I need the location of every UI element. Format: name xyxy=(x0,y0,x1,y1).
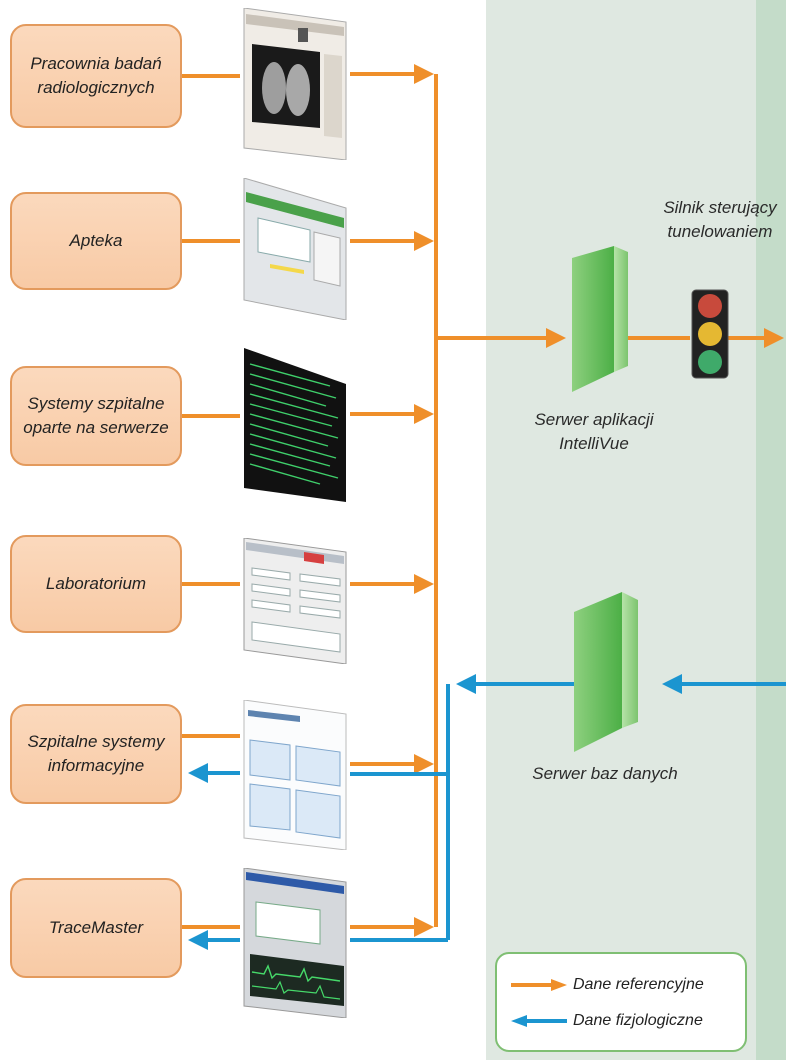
laboratory-screen-thumbnail xyxy=(243,538,347,664)
source-box-his: Szpitalne systemy informacyjne xyxy=(10,704,182,804)
source-box-pharmacy: Apteka xyxy=(10,192,182,290)
legend-reference-label: Dane referencyjne xyxy=(573,976,704,993)
terminal-screen-thumbnail xyxy=(244,348,346,502)
source-label-radiology: Pracownia badań radiologicznych xyxy=(30,54,162,97)
monitoring-zone-panel xyxy=(756,0,786,1060)
source-label-laboratory: Laboratorium xyxy=(45,574,147,593)
db-server-icon xyxy=(574,592,638,752)
source-label-pharmacy: Apteka xyxy=(69,231,123,250)
source-label-server-systems: Systemy szpitalne oparte na serwerze xyxy=(23,394,169,437)
tracemaster-screen-thumbnail xyxy=(243,868,347,1018)
legend-physiological-label: Dane fizjologiczne xyxy=(573,1012,703,1029)
db-server-label: Serwer baz danych xyxy=(532,764,678,783)
orange-arrow-icon xyxy=(511,979,567,991)
source-box-server-systems: Systemy szpitalne oparte na serwerze xyxy=(10,366,182,466)
pharmacy-screen-thumbnail xyxy=(243,178,347,320)
source-label-tracemaster: TraceMaster xyxy=(48,918,144,937)
source-box-tracemaster: TraceMaster xyxy=(10,878,182,978)
source-label-his: Szpitalne systemy informacyjne xyxy=(27,732,165,775)
his-screen-thumbnail xyxy=(243,700,347,850)
source-box-laboratory: Laboratorium xyxy=(10,535,182,633)
app-server-label: Serwer aplikacji IntelliVue xyxy=(534,410,654,453)
legend-item-physiological: Dane fizjologiczne xyxy=(511,1008,703,1034)
radiology-screen-thumbnail xyxy=(243,8,347,160)
traffic-light-icon xyxy=(691,289,729,379)
legend-item-reference: Dane referencyjne xyxy=(511,972,704,998)
engine-label: Silnik sterujący tunelowaniem xyxy=(663,198,777,241)
app-server-icon xyxy=(572,246,628,392)
source-box-radiology: Pracownia badań radiologicznych xyxy=(10,24,182,128)
legend: Dane referencyjne Dane fizjologiczne xyxy=(495,952,747,1052)
network-zone-panel xyxy=(486,0,756,1060)
blue-arrow-icon xyxy=(511,1015,567,1027)
